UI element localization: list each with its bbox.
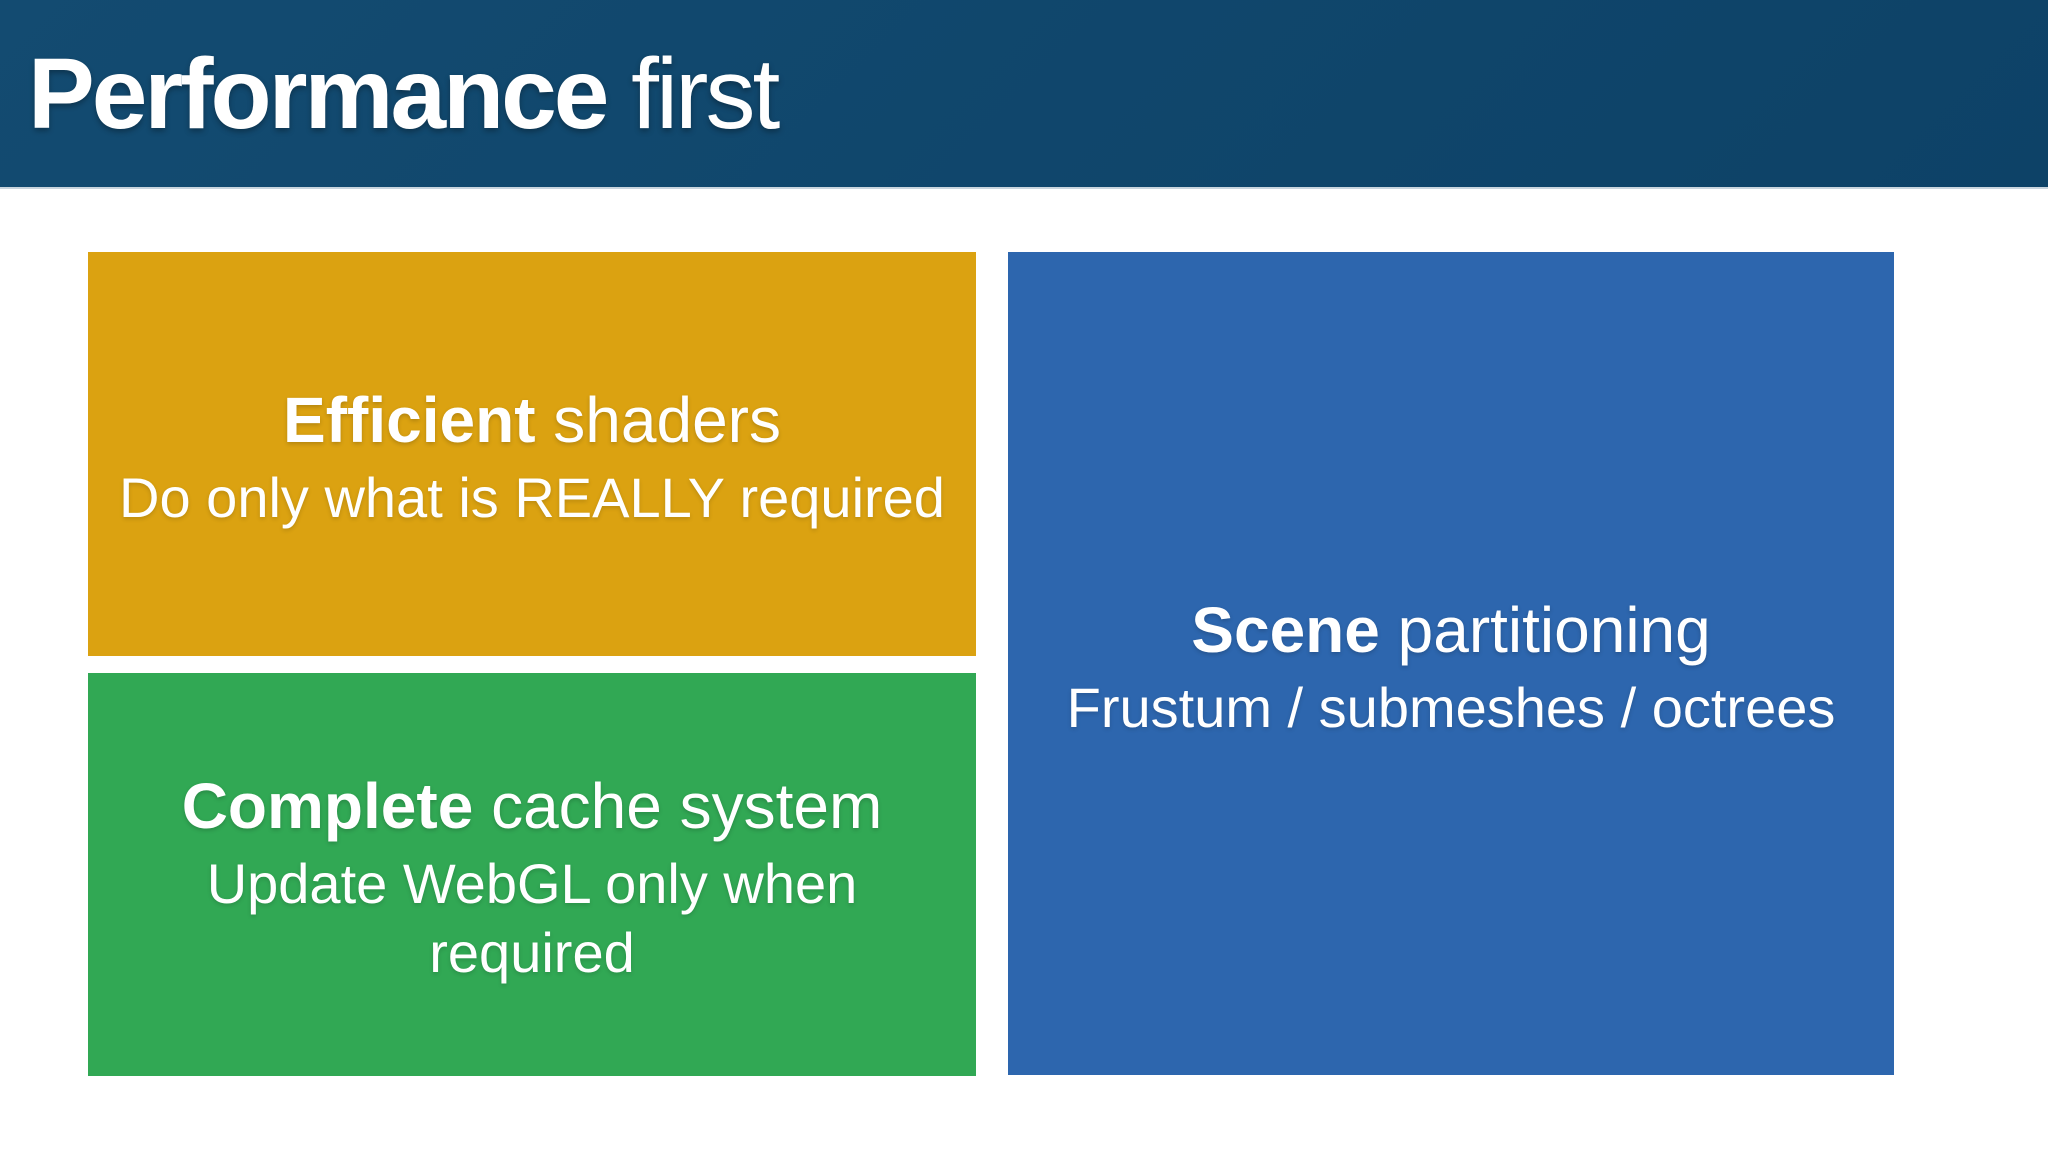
card-scene-partitioning-title-rest: partitioning	[1379, 593, 1711, 666]
card-complete-cache-system-title-rest: cache system	[473, 770, 883, 843]
card-efficient-shaders: Efficient shaders Do only what is REALLY…	[88, 252, 976, 656]
card-complete-cache-system-title-bold: Complete	[181, 770, 474, 843]
card-scene-partitioning-title: Scene partitioning	[1191, 593, 1711, 667]
card-efficient-shaders-title-bold: Efficient	[283, 384, 536, 457]
card-scene-partitioning-title-bold: Scene	[1191, 593, 1380, 666]
card-efficient-shaders-title-rest: shaders	[535, 384, 781, 457]
card-scene-partitioning-subtitle: Frustum / submeshes / octrees	[1066, 675, 1836, 739]
slide-header: Performance first	[0, 0, 2048, 189]
page-title: Performance first	[0, 44, 780, 144]
page-title-rest: first	[606, 37, 780, 150]
card-complete-cache-system: Complete cache system Update WebGL only …	[88, 673, 976, 1076]
card-complete-cache-system-title: Complete cache system	[181, 770, 883, 843]
card-efficient-shaders-subtitle: Do only what is REALLY required	[119, 466, 945, 530]
card-efficient-shaders-title: Efficient shaders	[283, 385, 781, 457]
card-scene-partitioning: Scene partitioning Frustum / submeshes /…	[1008, 252, 1894, 1075]
card-complete-cache-system-subtitle: Update WebGL only when required	[206, 851, 858, 985]
page-title-bold: Performance	[28, 37, 609, 150]
